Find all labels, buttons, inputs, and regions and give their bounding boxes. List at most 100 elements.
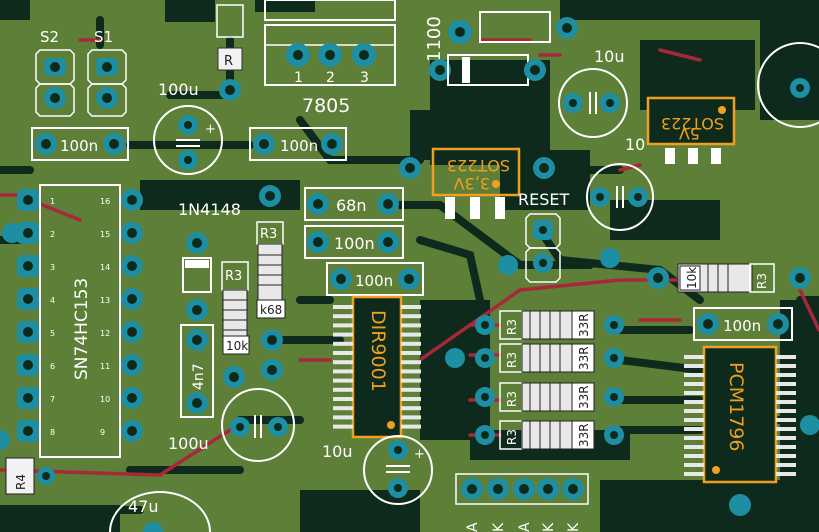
ic-lead [684, 427, 704, 431]
resistor-r-top-label: R [224, 54, 233, 69]
ic-lead [333, 424, 353, 429]
capacitor-100n-mid: 100n [249, 127, 347, 161]
svg-text:+: + [205, 122, 216, 137]
ic-lead [776, 472, 796, 476]
resistor-10k-label: 10k [226, 339, 248, 353]
ic-lead [684, 436, 704, 440]
ic-lead [333, 397, 353, 401]
ic-lead [684, 463, 704, 467]
pin-a2-label: A [517, 522, 533, 532]
ic-lead [333, 387, 353, 392]
pin-a-label: A [465, 522, 481, 532]
via-bottom-right [729, 494, 751, 516]
ic-lead [684, 445, 704, 449]
resistor-r-top: R [216, 4, 244, 101]
ic-lead [684, 409, 704, 413]
capacitor-100n-b-label: 100n [334, 234, 375, 253]
regulator-7805-label: 7805 [302, 95, 350, 117]
resistor-33r-label: 33R [577, 346, 591, 370]
svg-text:+: + [414, 447, 425, 462]
capacitor-10-right-label: 10 [625, 135, 645, 154]
resistor-value-box [571, 343, 595, 373]
ic-lead [333, 332, 353, 337]
ic-lead [684, 418, 704, 422]
capacitor-100u-top: + [153, 105, 223, 175]
ic-lead [401, 332, 421, 337]
capacitor-47u-outline [109, 491, 211, 532]
ic-lead [776, 445, 796, 449]
resistor-r3-right-label: R3 [755, 273, 769, 289]
ic-lead [401, 305, 421, 309]
ic-pcm1796-label: PCM1796 [725, 362, 747, 451]
ic-lead [776, 409, 796, 413]
ic-lead [333, 305, 353, 309]
capacitor-10u-right [558, 68, 628, 138]
resistor-10k-right-label: 10k [685, 267, 699, 289]
resistor-33r-label: 33R [577, 423, 591, 447]
capacitor-100u-bottom [221, 388, 295, 462]
ic-pin-number: 11 [100, 362, 110, 371]
capacitor-100u-bottom-label: 100u [168, 434, 209, 453]
bottom-header[interactable]: A K A K K [455, 473, 589, 532]
diode-1n4148-label: 1N4148 [178, 200, 241, 219]
capacitor-100n-right-label: 100n [723, 317, 761, 335]
ic-lead [333, 406, 353, 411]
ic-lead [401, 406, 421, 411]
s1-header [87, 49, 127, 117]
sot223-5v-name: SOT223 [661, 114, 724, 133]
capacitor-100n-left: 100n [31, 127, 129, 161]
ic-lead [333, 323, 353, 328]
ic-lead [776, 427, 796, 431]
ic-lead [401, 323, 421, 328]
resistor-k68-label: k68 [260, 303, 282, 317]
ic-pin-number: 5 [50, 329, 55, 338]
ic-lead [333, 341, 353, 346]
capacitor-47u-pad [143, 522, 163, 532]
ic-pin-number: 8 [50, 428, 55, 437]
diode-1100-label: 1100 [424, 16, 445, 62]
ic-lead [401, 369, 421, 374]
resistor-value-box [571, 420, 595, 450]
resistor-r4: R4 [0, 430, 55, 495]
ic-lead [401, 314, 421, 319]
capacitor-100n-c-label: 100n [355, 272, 393, 290]
ic-lead [401, 397, 421, 401]
resistor-r4-label: R4 [14, 474, 28, 490]
ic-pcm1796: PCM1796 [684, 345, 796, 484]
ic-dir9001: DIR9001 [333, 295, 421, 439]
via-right-edge [800, 415, 819, 435]
ic-pin-number: 3 [50, 263, 55, 272]
ic-lead [401, 378, 421, 383]
resistor-value-box [571, 382, 595, 412]
capacitor-100n-right: 100n [693, 307, 793, 341]
resistor-33r-label: 33R [577, 313, 591, 337]
capacitor-right-edge [757, 42, 819, 128]
ic-pin-number: 10 [100, 395, 110, 404]
reset-header[interactable] [525, 213, 561, 283]
ic-lead [333, 360, 353, 365]
resistor-r3-a-label: R3 [225, 269, 242, 284]
via-dir-right [445, 348, 465, 368]
ic-pin-number: 6 [50, 362, 55, 371]
ic-lead [684, 355, 704, 359]
ic-lead [776, 382, 796, 386]
ic-lead [401, 424, 421, 429]
s2-label: S2 [40, 28, 59, 46]
regulator-pin-2: 2 [326, 70, 335, 86]
ic-lead [333, 415, 353, 420]
capacitor-4n7: 4n7 [180, 324, 214, 418]
ic-lead [684, 373, 704, 377]
resistor-r3-label: R3 [505, 391, 519, 407]
resistor-10k-right: 10k R3 [647, 263, 811, 293]
capacitor-10u-right-label: 10u [594, 47, 625, 66]
ic-lead [776, 436, 796, 440]
regulator-sot223-5v: SOT223 5V [646, 96, 736, 164]
ic-lead [401, 351, 421, 355]
ic-lead [684, 472, 704, 476]
pin-k3-label: K [566, 522, 582, 532]
sot223-5v-voltage: 5V [679, 124, 700, 143]
regulator-sot223-33v: SOT223 3,3V [399, 147, 555, 219]
ic-pin-number: 15 [100, 230, 110, 239]
ic-lead [333, 378, 353, 383]
